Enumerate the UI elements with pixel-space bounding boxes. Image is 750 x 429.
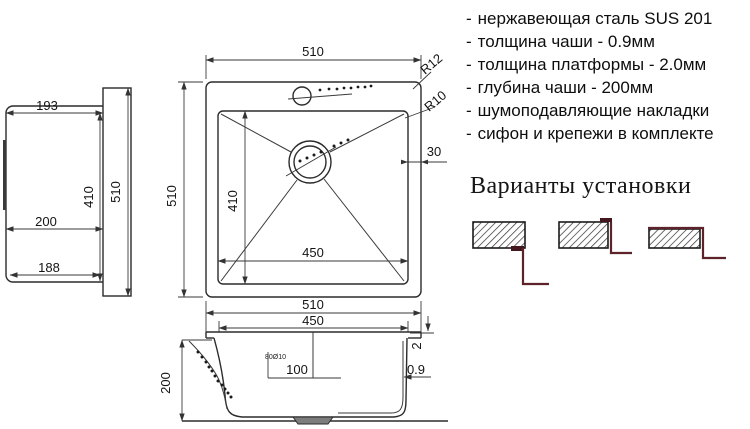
install-options-diagrams xyxy=(472,218,726,286)
dim-depth: 200 xyxy=(158,372,173,394)
platform-outline xyxy=(205,81,422,298)
drain-circle-outer xyxy=(288,140,332,184)
dim-side-total: 510 xyxy=(108,181,123,203)
spec-item: -толщина платформы - 2.0мм xyxy=(466,55,707,74)
drain-dots xyxy=(298,138,350,163)
side-body-outline xyxy=(5,105,113,283)
radius-outer-label: R12 xyxy=(417,50,445,77)
pad-dots xyxy=(196,350,233,399)
spec-text: толщина платформы - 2.0мм xyxy=(477,55,707,74)
dim-side-mid: 200 xyxy=(35,214,57,229)
faucet-hole xyxy=(292,86,312,106)
install-variant-overmount xyxy=(648,226,726,260)
drain-spec-label: 80Ø10 xyxy=(265,354,286,361)
bowl-section-outline xyxy=(213,337,408,418)
side-view: 193 200 188 410 510 xyxy=(3,87,132,297)
dim-side-top: 193 xyxy=(36,98,58,113)
bowl-diagonals xyxy=(220,113,405,282)
dim-wall-thickness: 0.9 xyxy=(407,362,425,377)
dim-top-width: 510 xyxy=(302,44,324,59)
drain-fitting xyxy=(292,416,334,425)
dim-front-outer: 510 xyxy=(302,297,324,312)
dim-bowl-width: 450 xyxy=(302,245,324,260)
dim-edge: 30 xyxy=(427,144,441,159)
install-variant-undermount xyxy=(472,221,549,286)
drain-circle-inner xyxy=(293,145,327,179)
bowl-outline xyxy=(217,110,409,285)
front-view: 510 450 xyxy=(158,297,448,425)
spec-text: шумоподавляющие накладки xyxy=(477,101,710,120)
technical-drawing: 193 200 188 410 510 xyxy=(3,44,449,425)
install-variant-flush xyxy=(558,218,632,255)
corner-detail-curve xyxy=(188,340,228,410)
spec-text: нержавеющая сталь SUS 201 xyxy=(477,9,713,28)
faucet-dots xyxy=(318,84,373,92)
dim-bowl-height: 410 xyxy=(225,190,240,212)
dim-front-inner: 450 xyxy=(302,313,324,328)
spec-text: глубина чаши - 200мм xyxy=(477,78,654,97)
dim-side-bowl: 410 xyxy=(81,186,96,208)
spec-text: толщина чаши - 0.9мм xyxy=(477,32,655,51)
mounting-clip xyxy=(3,140,7,210)
spec-list: -нержавеющая сталь SUS 201 -толщина чаши… xyxy=(466,7,714,145)
dim-platform-thickness: 2 xyxy=(409,342,424,349)
top-view: 510 510 410 450 30 R12 R10 xyxy=(164,44,449,298)
dim-offset: 100 xyxy=(286,362,308,377)
spec-item: -нержавеющая сталь SUS 201 xyxy=(466,9,713,28)
install-options-heading: Варианты установки xyxy=(470,173,692,199)
spec-item: -сифон и крепежи в комплекте xyxy=(466,124,714,143)
dim-side-bottom: 188 xyxy=(38,260,60,275)
spec-item: -глубина чаши - 200мм xyxy=(466,78,654,97)
spec-item: -толщина чаши - 0.9мм xyxy=(466,32,655,51)
spec-text: сифон и крепежи в комплекте xyxy=(477,124,714,143)
spec-item: -шумоподавляющие накладки xyxy=(466,101,710,120)
dim-top-height: 510 xyxy=(164,185,179,207)
